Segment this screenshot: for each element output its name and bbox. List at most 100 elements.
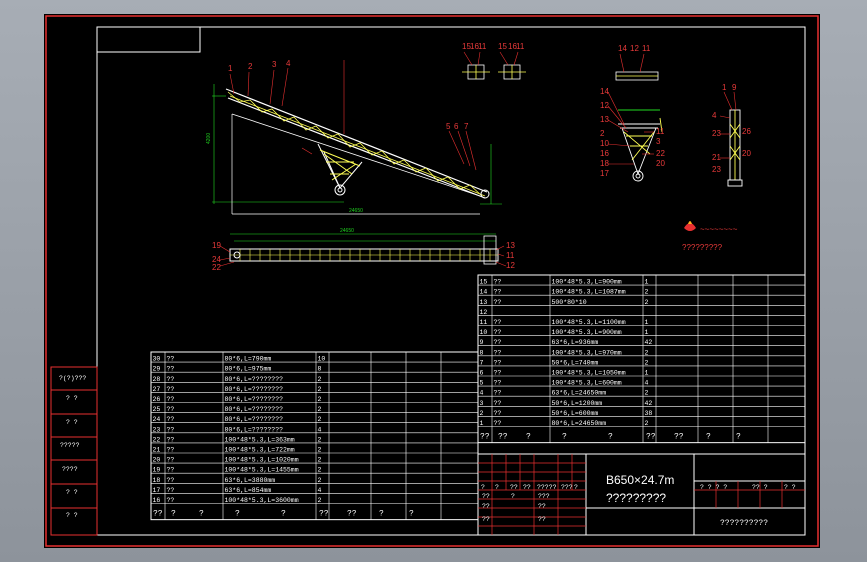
- title-block-cell: ???: [538, 493, 550, 500]
- svg-text:14: 14: [618, 44, 627, 53]
- bom-cell: ??: [494, 410, 502, 417]
- svg-text:2: 2: [248, 62, 253, 71]
- bom-cell: 2: [480, 410, 484, 417]
- outer-frame: [45, 15, 819, 547]
- bom-cell: 18: [153, 477, 161, 484]
- bom-header-cell: ??: [480, 433, 490, 442]
- title-block-cell: ??: [523, 484, 531, 491]
- bom-header-cell: ?: [526, 433, 531, 442]
- bom-cell: ??: [494, 359, 502, 366]
- bom-cell: ??: [494, 329, 502, 336]
- svg-text:2: 2: [600, 129, 605, 138]
- bom-cell: ??: [494, 420, 502, 427]
- title-block-cell: ?: [495, 484, 499, 491]
- title-block-cell: ???: [561, 484, 573, 491]
- svg-text:15: 15: [498, 42, 507, 51]
- left-strip-label: ?(?)???: [59, 375, 86, 382]
- bom-cell: 4: [318, 487, 322, 494]
- bom-cell: 100*48*5.3,L=970mm: [552, 349, 622, 356]
- bom-cell: 2: [645, 349, 649, 356]
- svg-text:11: 11: [642, 44, 651, 53]
- bom-header-cell: ?: [281, 510, 286, 519]
- bom-header-cell: ?: [562, 433, 567, 442]
- bom-cell: 80*6,L=????????: [225, 376, 284, 383]
- drawing-sheet: ?(?)??? ? ? ? ? ????? ???? ? ? ? ? 4200 …: [44, 14, 820, 548]
- bom-cell: 3: [480, 400, 484, 407]
- bom-cell: 100*48*5.3,L=900mm: [552, 329, 622, 336]
- bom-cell: 63*6,L=854mm: [225, 487, 272, 494]
- bom-cell: 2: [645, 420, 649, 427]
- svg-text:1: 1: [228, 64, 233, 73]
- bom-cell: 50*6,L=600mm: [552, 410, 599, 417]
- svg-text:13: 13: [506, 241, 515, 250]
- bom-cell: 2: [645, 299, 649, 306]
- bom-cell: 17: [153, 487, 161, 494]
- left-strip-label: ????: [62, 466, 78, 473]
- bom-cell: 2: [645, 289, 649, 296]
- end-view: [727, 109, 743, 187]
- svg-text:23: 23: [712, 129, 721, 138]
- title-block-text: ?????????????????????????????? ? ? ??? ?…: [481, 484, 796, 523]
- bom-cell: 1: [645, 319, 649, 326]
- svg-text:12: 12: [600, 101, 609, 110]
- bom-cell: 2: [318, 376, 322, 383]
- bom-cell: ??: [494, 339, 502, 346]
- bom-cell: 6: [480, 370, 484, 377]
- bom-header-cell: ?: [409, 510, 414, 519]
- title-block-cell: ??: [482, 503, 490, 510]
- svg-text:20: 20: [656, 159, 665, 168]
- bom-cell: 16: [153, 497, 161, 504]
- bom-cell: ??: [494, 289, 502, 296]
- left-strip-label: ? ?: [66, 419, 78, 426]
- svg-text:11: 11: [506, 251, 515, 260]
- bom-cell: ??: [167, 386, 175, 393]
- bom-cell: ??: [494, 349, 502, 356]
- left-strip-label: ?????: [60, 442, 80, 449]
- bom-cell: 80*6,L=????????: [225, 386, 284, 393]
- svg-text:16: 16: [600, 149, 609, 158]
- bom-cell: 100*48*5.3,L=1020mm: [225, 457, 299, 464]
- svg-text:24650: 24650: [349, 208, 363, 214]
- bom-cell: 19: [153, 467, 161, 474]
- truss-members: [227, 91, 486, 197]
- title-block-cell: ? ? ? ?: [700, 484, 727, 491]
- bom-cell: 29: [153, 366, 161, 373]
- bom-cell: ??: [167, 376, 175, 383]
- bom-cell: 21: [153, 447, 161, 454]
- svg-text:10: 10: [600, 139, 609, 148]
- svg-text:21: 21: [712, 153, 721, 162]
- svg-text:12: 12: [630, 44, 639, 53]
- bom-cell: 2: [318, 457, 322, 464]
- bom-cell: 2: [318, 467, 322, 474]
- side-elevation: [618, 109, 663, 182]
- bom-cell: 50*6,L=1200mm: [552, 400, 603, 407]
- title-block-cell: ??: [538, 516, 546, 523]
- title-block-cell: ? ?: [784, 484, 796, 491]
- bom-cell: 26: [153, 396, 161, 403]
- drawing-title: B650×24.7m: [606, 473, 674, 487]
- bom-cell: 80*6,L=????????: [225, 426, 284, 433]
- bom-cell: 12: [480, 309, 488, 316]
- section-details: [462, 64, 659, 81]
- bom-cell: ??: [167, 436, 175, 443]
- bom-header-cell: ??: [498, 433, 508, 442]
- svg-text:1: 1: [722, 83, 727, 92]
- svg-text:12: 12: [506, 261, 515, 270]
- bom-cell: 20: [153, 457, 161, 464]
- title-block-cell: ??: [482, 493, 490, 500]
- svg-text:7: 7: [464, 122, 469, 131]
- bom-cell: 80*6,L=975mm: [225, 366, 272, 373]
- bom-cell: 80*6,L=????????: [225, 416, 284, 423]
- bom-cell: 2: [645, 390, 649, 397]
- bom-cell: 100*48*5.3,L=3600mm: [225, 497, 299, 504]
- svg-text:3: 3: [656, 137, 661, 146]
- bom-header-cell: ?: [736, 433, 741, 442]
- svg-text:4: 4: [286, 59, 291, 68]
- svg-text:9: 9: [732, 83, 737, 92]
- logo-caption: ?????????: [682, 243, 723, 252]
- bom-cell: 100*48*5.3,L=1087mm: [552, 289, 626, 296]
- bom-cell: 30: [153, 356, 161, 363]
